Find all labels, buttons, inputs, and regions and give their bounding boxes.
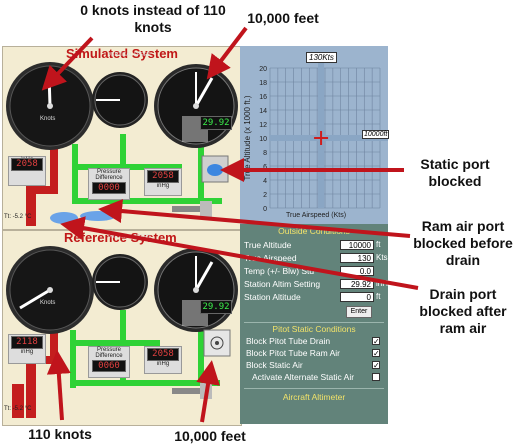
true-airspeed-label: True Airspeed xyxy=(244,253,297,263)
sim-pressure-diff-label: Pressure Difference xyxy=(95,169,123,181)
callout-10000-feet-bottom: 10,000 feet xyxy=(174,428,246,444)
y-tick-label: 14 xyxy=(259,108,267,115)
altitude-band xyxy=(270,135,388,141)
altim-setting-input[interactable]: 29.92 xyxy=(340,279,374,289)
station-altitude-label: Station Altitude xyxy=(244,292,301,302)
sim-pressure-right-unit: inHg xyxy=(156,183,170,189)
y-tick-label: 20 xyxy=(259,66,267,73)
divider xyxy=(244,322,384,323)
sim-airspeed-unit: Knots xyxy=(40,116,56,122)
graph-speed-readout: 130Kts xyxy=(306,52,337,63)
static-air-label: Block Static Air xyxy=(246,360,303,370)
y-tick-label: 0 xyxy=(263,206,267,213)
ref-altimeter-setting: 29.92 xyxy=(200,300,232,314)
y-tick-label: 2 xyxy=(263,192,267,199)
callout-ram-air: Ram air port blocked before drain xyxy=(413,218,513,268)
y-tick-label: 4 xyxy=(263,178,267,185)
station-altitude-input[interactable]: 0 xyxy=(340,292,374,302)
outside-conditions-header: Outside Conditions xyxy=(278,226,350,236)
sim-pressure-diff: 0000 xyxy=(92,182,126,194)
true-altitude-label: True Altitude xyxy=(244,240,292,250)
ref-temp: Tt: -5.2 °C xyxy=(4,406,32,412)
station-altitude-unit: ft xyxy=(376,292,381,301)
pitot-drain-label: Block Pitot Tube Drain xyxy=(246,336,331,346)
true-altitude-input[interactable]: 10000 xyxy=(340,240,374,250)
ref-pressure-diff-label: Pressure Difference xyxy=(95,347,123,359)
pitot-ram-air-checkbox[interactable]: ✓ xyxy=(372,349,380,358)
ref-pressure-right-unit: inHg xyxy=(156,361,170,367)
y-tick-label: 10 xyxy=(259,136,267,143)
sim-temp: Tt: -5.2 °C xyxy=(4,214,32,220)
callout-110-knots: 110 knots xyxy=(28,426,92,442)
true-airspeed-input[interactable]: 130 xyxy=(340,253,374,263)
callout-drain-port: Drain port blocked after ram air xyxy=(419,286,507,336)
sim-vsi-label: VERTICAL SPEED xyxy=(108,52,151,58)
aircraft-altimeter-header: Aircraft Altimeter xyxy=(282,392,346,402)
altim-setting-label: Station Altim Setting xyxy=(244,279,321,289)
sim-altimeter-setting: 29.92 xyxy=(200,116,232,130)
static-air-checkbox[interactable]: ✓ xyxy=(372,361,380,370)
callout-10000-feet-top: 10,000 feet xyxy=(247,10,319,26)
enter-button[interactable]: Enter xyxy=(346,306,372,318)
y-tick-label: 6 xyxy=(263,164,267,171)
temp-label: Temp (+/- Blw) Std xyxy=(244,266,315,276)
y-tick-label: 8 xyxy=(263,150,267,157)
true-altitude-unit: ft xyxy=(376,240,381,249)
graph-x-label: True Airspeed (Kts) xyxy=(286,212,347,219)
true-airspeed-unit: Kts xyxy=(376,253,388,262)
callout-zero-knots: 0 knots instead of 110 knots xyxy=(80,2,226,35)
ref-pressure-left: 2118 xyxy=(11,336,43,349)
simulated-title: Simulated System xyxy=(66,46,178,61)
pitot-drain-checkbox[interactable]: ✓ xyxy=(372,337,380,346)
y-axis-label: True Altitude (x 1000 ft.) xyxy=(243,95,252,180)
sim-pressure-right: 2058 xyxy=(147,170,179,183)
pitot-conditions-header: Pitot Static Conditions xyxy=(272,324,356,334)
ref-pressure-left-unit: inHg xyxy=(20,349,34,355)
alt-static-air-checkbox[interactable] xyxy=(372,373,380,381)
graph-altitude-readout: 10000ft xyxy=(362,130,390,139)
sim-pressure-left: 2058 xyxy=(11,158,43,171)
y-tick-label: 12 xyxy=(259,122,267,129)
callout-static-port: Static port blocked xyxy=(420,156,490,189)
ref-pressure-right: 2058 xyxy=(147,348,179,361)
y-tick-label: 18 xyxy=(259,80,267,87)
y-tick-label: 16 xyxy=(259,94,267,101)
alt-static-air-label: Activate Alternate Static Air xyxy=(252,372,355,382)
ref-airspeed-unit: Knots xyxy=(40,300,56,306)
ref-pressure-diff: 0060 xyxy=(92,360,126,372)
divider xyxy=(244,388,384,389)
pitot-ram-air-label: Block Pitot Tube Ram Air xyxy=(246,348,341,358)
